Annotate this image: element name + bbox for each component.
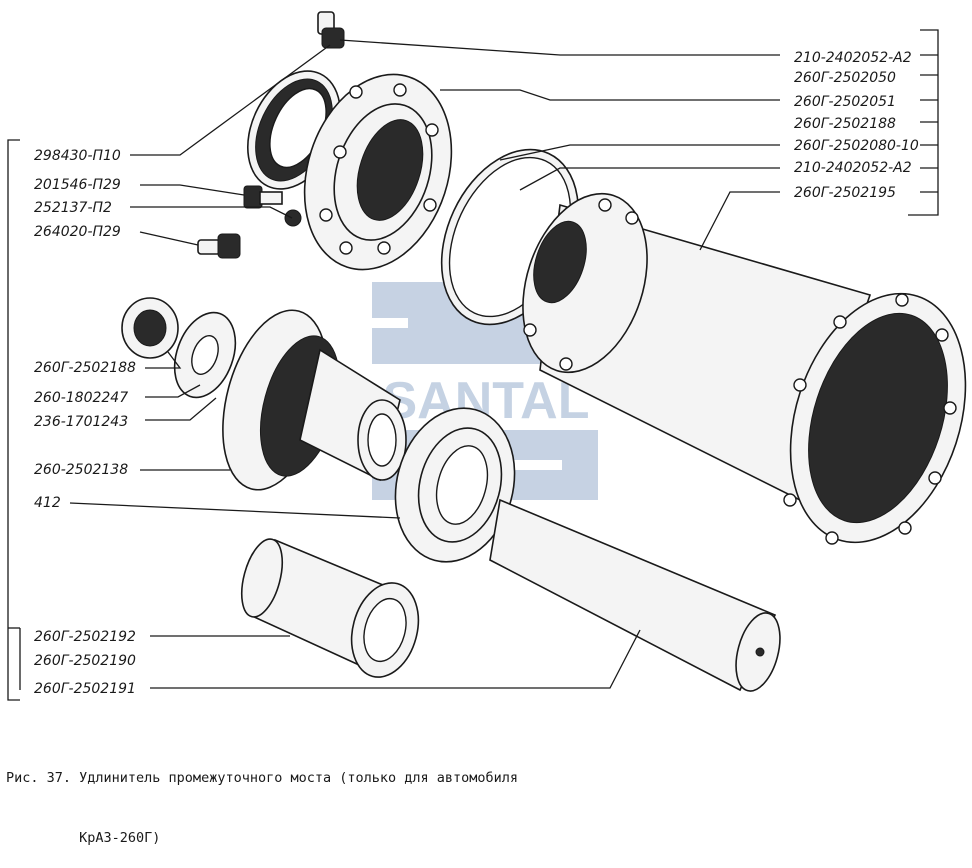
grease-fitting-264020 (197, 233, 241, 259)
label-right-3: 260Г-2502051 (794, 94, 896, 110)
label-left-7: 236-1701243 (34, 414, 128, 430)
label-left-10: 260Г-2502192 (34, 629, 136, 645)
washer-260-1802247 (173, 311, 237, 399)
bearing-412 (394, 407, 516, 563)
coupling-flange (222, 309, 407, 491)
bolt-201546 (243, 185, 283, 209)
label-right-6: 210-2402052-А2 (794, 160, 912, 176)
figure-caption: Рис. 37. Удлинитель промежуточного моста… (6, 728, 518, 868)
label-left-8: 260-2502138 (34, 462, 128, 478)
grease-fitting-top (317, 11, 345, 49)
label-left-4: 264020-П29 (34, 224, 121, 240)
splined-sleeve (240, 538, 420, 678)
caption-line-2: КрАЗ-260Г) (6, 830, 161, 846)
label-right-2: 260Г-2502050 (794, 70, 896, 86)
right-leaders (339, 29, 939, 251)
label-right-5: 260Г-2502080-10 (794, 138, 919, 154)
flange-cover (303, 73, 453, 271)
label-left-11: 260Г-2502190 (34, 653, 136, 669)
caption-line-1: Рис. 37. Удлинитель промежуточного моста… (6, 770, 519, 786)
label-left-6: 260-1802247 (34, 390, 128, 406)
nut-260G-2502188 (121, 297, 179, 359)
splined-shaft (489, 498, 781, 692)
label-right-1: 210-2402052-А2 (794, 50, 912, 66)
label-left-9: 412 (34, 495, 61, 511)
label-left-2: 201546-П29 (34, 177, 121, 193)
label-left-5: 260Г-2502188 (34, 360, 136, 376)
exploded-parts-diagram: SANTAL (7, 11, 967, 701)
left-leaders (7, 44, 641, 701)
label-left-3: 252137-П2 (34, 200, 112, 216)
washer-252137 (284, 209, 302, 227)
label-right-7: 260Г-2502195 (794, 185, 896, 201)
label-left-12: 260Г-2502191 (34, 681, 136, 697)
label-left-1: 298430-П10 (34, 148, 121, 164)
label-right-4: 260Г-2502188 (794, 116, 896, 132)
extension-housing (522, 192, 967, 545)
